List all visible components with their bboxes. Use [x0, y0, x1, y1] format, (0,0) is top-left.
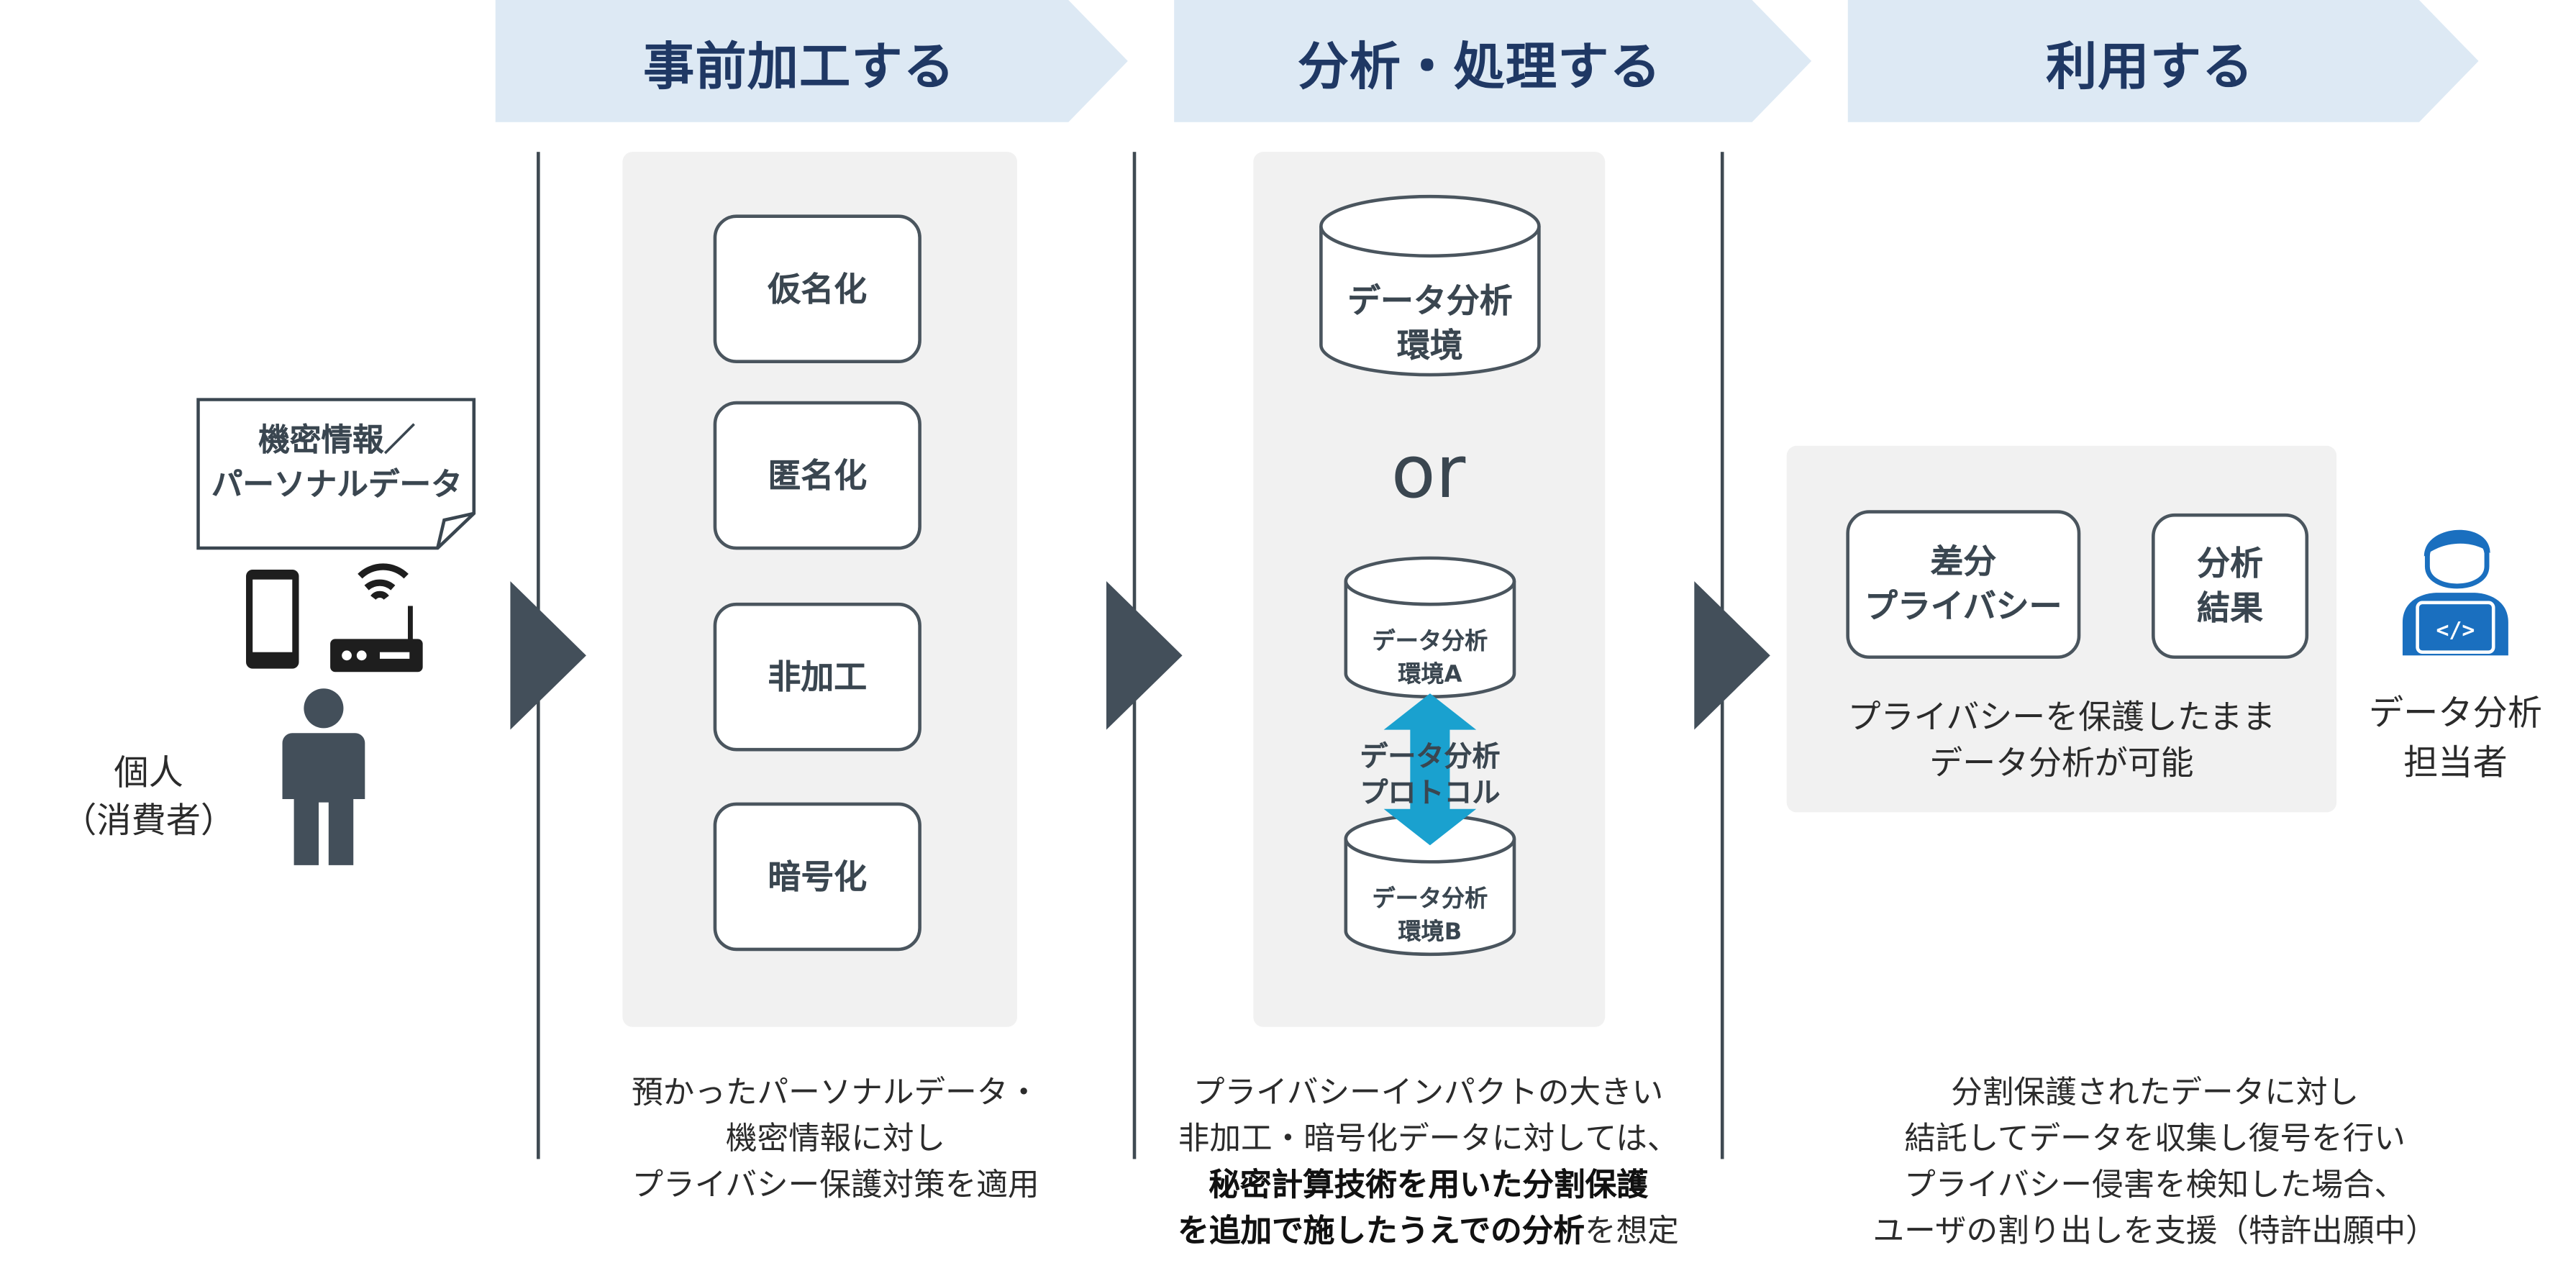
caption-bold-line: を追加で施したうえでの分析 — [1178, 1213, 1585, 1250]
cylinder-icon — [1344, 556, 1516, 698]
person-label-1: 個人 — [114, 752, 183, 793]
caption-line: プライバシー保護対策を適用 — [632, 1167, 1039, 1204]
box-line: 分析 — [2197, 543, 2263, 583]
chevron-shape — [1847, 0, 2479, 122]
analysis-result-box: 分析 結果 — [2152, 513, 2309, 659]
caption-line: 非加工・暗号化データに対しては、 — [1178, 1121, 1679, 1158]
box-line: 結果 — [2197, 588, 2263, 628]
or-text: or — [1391, 431, 1466, 516]
caption-line: 分割保護されたデータに対し — [1951, 1075, 2359, 1111]
header-step-usage: 利用する — [1847, 0, 2482, 122]
caption-line: プライバシー侵害を検知した場合、 — [1904, 1167, 2406, 1204]
chevron-shape — [495, 0, 1128, 122]
box-line: 差分 — [1930, 541, 1997, 582]
usage-panel-text-2: データ分析が可能 — [1929, 742, 2194, 783]
wifi-router-icon — [330, 563, 423, 672]
usage-panel-text-1: プライバシーを保護したまま — [1847, 696, 2276, 737]
speech-bubble: 機密情報／ パーソナルデータ — [196, 398, 477, 550]
svg-text:</>: </> — [2436, 618, 2475, 643]
differential-privacy-box: 差分 プライバシー — [1846, 510, 2081, 659]
caption-line: ユーザの割り出しを支援（特許出願中） — [1872, 1213, 2437, 1250]
caption-tail: を想定 — [1584, 1213, 1679, 1250]
protocol-label-2: プロトコル — [1360, 778, 1501, 811]
smartphone-icon — [246, 569, 299, 669]
person-label-2: （消費者） — [62, 801, 236, 841]
usage-caption: 分割保護されたデータに対し 結託してデータを収集し復号を行い プライバシー侵害を… — [1816, 1070, 2493, 1254]
method-box-encrypt: 暗号化 — [713, 802, 921, 952]
analysis-caption: プライバシーインパクトの大きい 非加工・暗号化データに対しては、 秘密計算技術を… — [1136, 1070, 1721, 1254]
analyst-label-2: 担当者 — [2403, 742, 2508, 783]
env-a-label-2: 環境A — [1398, 662, 1462, 689]
method-box-anonymize: 匿名化 — [713, 401, 921, 550]
env-b-label-2: 環境B — [1398, 919, 1462, 947]
env-b-label-1: データ分析 — [1372, 886, 1488, 913]
double-arrow-icon — [1383, 693, 1477, 846]
header-title: 利用する — [2046, 37, 2254, 97]
box-line: プライバシー — [1865, 585, 2062, 626]
protocol-label-1: データ分析 — [1360, 741, 1501, 775]
analyst-label-1: データ分析 — [2368, 693, 2542, 734]
env-label-2: 環境 — [1396, 325, 1463, 365]
chevron-shape — [1174, 0, 1812, 122]
person-icon — [282, 688, 365, 865]
caption-bold-line: 秘密計算技術を用いた分割保護 — [1209, 1167, 1648, 1204]
method-box-pseudonymize: 仮名化 — [713, 214, 921, 364]
arrow-icon — [510, 581, 586, 730]
speech-line-2: パーソナルデータ — [211, 467, 463, 504]
analyst-laptop-icon: </> — [2402, 529, 2508, 656]
preprocess-caption: 預かったパーソナルデータ・ 機密情報に対し プライバシー保護対策を適用 — [555, 1070, 1116, 1208]
speech-line-1: 機密情報／ — [258, 422, 416, 460]
header-step-preprocess: 事前加工する — [495, 0, 1132, 122]
method-box-unprocessed: 非加工 — [713, 602, 921, 752]
caption-line: 結託してデータを収集し復号を行い — [1904, 1121, 2406, 1158]
caption-line: 預かったパーソナルデータ・ — [631, 1075, 1040, 1111]
arrow-icon — [1106, 581, 1183, 730]
env-a-label-1: データ分析 — [1372, 629, 1488, 656]
env-label-1: データ分析 — [1347, 281, 1513, 321]
caption-line: プライバシーインパクトの大きい — [1193, 1075, 1664, 1111]
caption-line: 機密情報に対し — [725, 1121, 946, 1158]
header-title: 分析・処理する — [1297, 37, 1662, 97]
header-title: 事前加工する — [643, 37, 955, 97]
cylinder-icon — [1319, 194, 1541, 377]
header-step-analysis: 分析・処理する — [1174, 0, 1815, 122]
arrow-icon — [1694, 581, 1770, 730]
